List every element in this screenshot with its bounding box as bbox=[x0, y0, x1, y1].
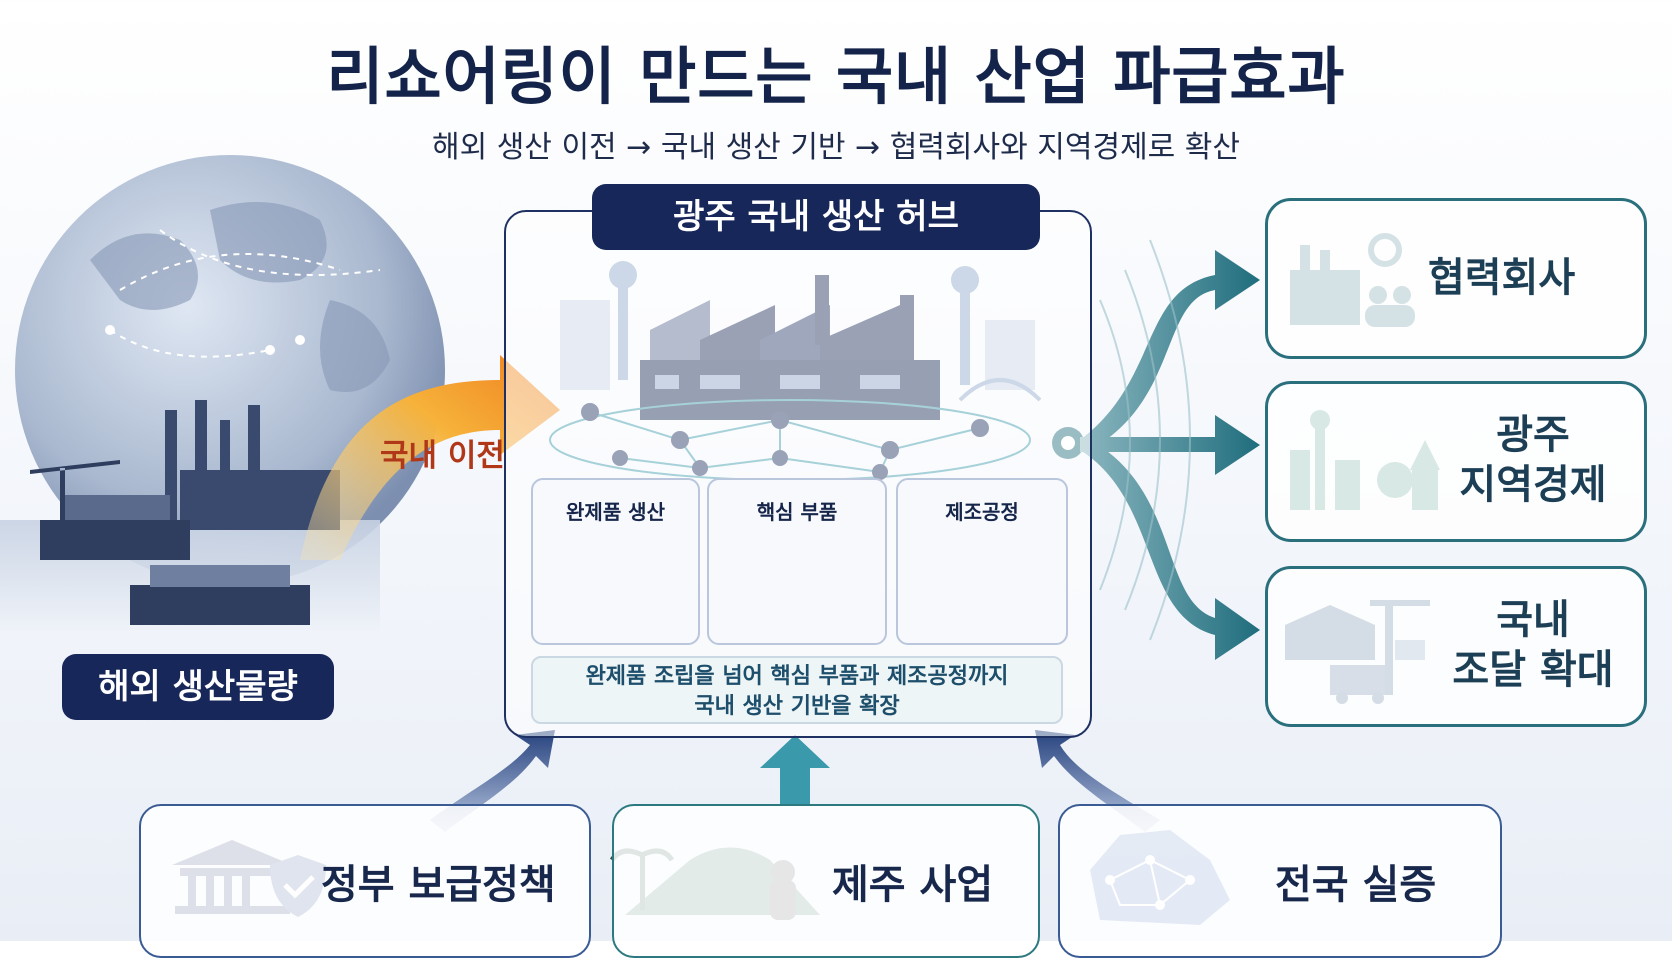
input-nationwide-demo: 전국 실증 bbox=[1058, 804, 1502, 958]
hub-note-line2: 국내 생산 기반을 확장 bbox=[694, 694, 900, 719]
hub-note-line1: 완제품 조립을 넘어 핵심 부품과 제조공정까지 bbox=[585, 664, 1009, 689]
output-label-line1: 광주 bbox=[1496, 412, 1570, 458]
domestic-transfer-label: 국내 이전 bbox=[380, 438, 505, 474]
input-jeju-project: 제주 사업 bbox=[612, 804, 1040, 958]
page-title: 리쇼어링이 만드는 국내 산업 파급효과 bbox=[326, 40, 1346, 113]
output-label-line2: 조달 확대 bbox=[1452, 647, 1614, 693]
capability-manufacturing-process: 제조공정 bbox=[896, 478, 1068, 645]
output-domestic-procurement: 국내 조달 확대 bbox=[1265, 566, 1647, 727]
input-government-policy: 정부 보급정책 bbox=[139, 804, 591, 958]
transfer-arrow bbox=[300, 355, 560, 560]
capability-core-parts: 핵심 부품 bbox=[707, 478, 887, 645]
hub-note: 완제품 조립을 넘어 핵심 부품과 제조공정까지 국내 생산 기반을 확장 bbox=[531, 656, 1063, 724]
capability-label: 완제품 생산 bbox=[566, 500, 665, 524]
output-partner-companies: 협력회사 bbox=[1265, 198, 1647, 359]
output-label-line1: 국내 bbox=[1496, 597, 1570, 643]
page-subtitle: 해외 생산 이전 → 국내 생산 기반 → 협력회사와 지역경제로 확산 bbox=[431, 130, 1241, 165]
input-label: 전국 실증 bbox=[1275, 862, 1437, 908]
output-label: 협력회사 bbox=[1428, 255, 1576, 301]
capability-label: 핵심 부품 bbox=[756, 500, 838, 524]
capability-finished-goods: 완제품 생산 bbox=[531, 478, 700, 645]
capability-label: 제조공정 bbox=[945, 500, 1019, 524]
overseas-production-badge: 해외 생산물량 bbox=[62, 654, 334, 720]
output-gwangju-economy: 광주 지역경제 bbox=[1265, 381, 1647, 542]
input-label: 정부 보급정책 bbox=[321, 862, 556, 908]
port-factory-icon bbox=[30, 400, 340, 625]
output-label-line2: 지역경제 bbox=[1459, 462, 1607, 508]
input-label: 제주 사업 bbox=[832, 862, 994, 908]
hub-title: 광주 국내 생산 허브 bbox=[592, 184, 1040, 250]
